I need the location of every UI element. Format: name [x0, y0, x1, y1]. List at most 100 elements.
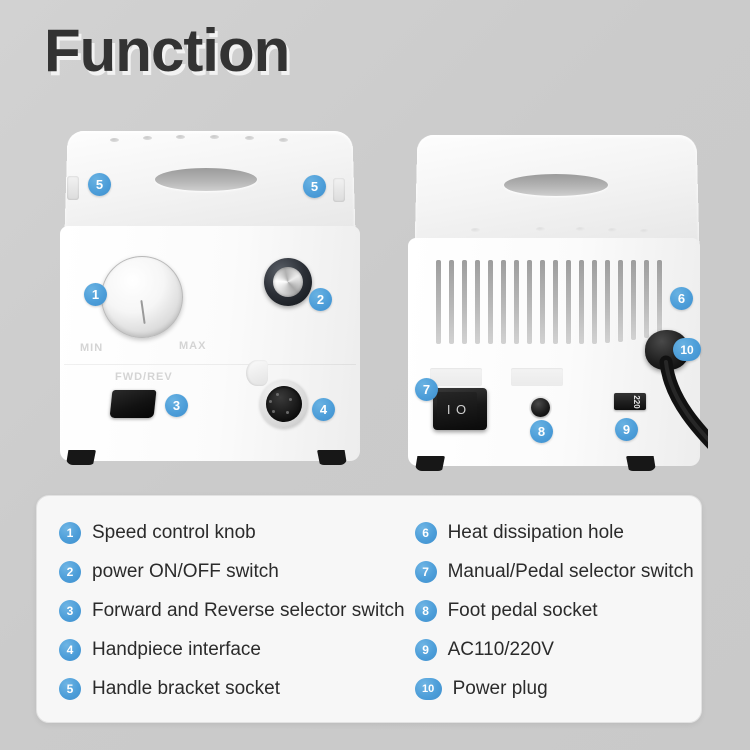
legend-label: AC110/220V [447, 639, 554, 660]
vent-slot [488, 260, 493, 344]
panel-contour [246, 360, 268, 386]
top-dimple-icon [576, 227, 585, 231]
legend-label: Forward and Reverse selector switch [92, 600, 405, 621]
legend-badge: 1 [59, 522, 81, 544]
din-pin-icon [269, 400, 272, 403]
legend-label: Foot pedal socket [447, 600, 598, 621]
page-title: Function [44, 17, 290, 84]
vent-slot [527, 260, 532, 344]
vent-slot [657, 260, 662, 335]
callout-badge-5-right[interactable]: 5 [303, 175, 326, 198]
legend-badge: 4 [59, 639, 81, 661]
handle-slot [155, 168, 257, 191]
callout-badge-5-left[interactable]: 5 [88, 173, 111, 196]
din-pin-icon [289, 398, 292, 401]
legend-item: 9 AC110/220V [414, 631, 701, 669]
legend-label: Handpiece interface [92, 639, 261, 660]
legend-badge: 6 [414, 522, 437, 544]
label-plate [430, 368, 482, 386]
top-dimple-icon [640, 229, 649, 233]
rubber-foot [626, 456, 656, 471]
legend-badge: 5 [59, 678, 81, 700]
legend-badge: 3 [59, 600, 81, 622]
voltage-selector-value: 220 [631, 394, 641, 409]
legend-item: 5 Handle bracket socket [59, 670, 405, 708]
legend-badge: 10 [414, 678, 442, 700]
legend-item: 8 Foot pedal socket [414, 592, 701, 630]
vent-slot [631, 260, 636, 340]
vent-slot [618, 260, 623, 342]
vent-slot [514, 260, 519, 344]
legend-badge: 8 [414, 600, 437, 622]
mode-label-fwd-rev: FWD/REV [115, 371, 173, 383]
top-dimple-icon [176, 135, 185, 139]
callout-badge-9[interactable]: 9 [615, 418, 638, 441]
legend-label: Speed control knob [92, 522, 256, 543]
legend-label: Handle bracket socket [92, 678, 280, 699]
vent-slot [644, 260, 649, 338]
legend-item: 1 Speed control knob [59, 514, 405, 552]
legend-label: Manual/Pedal selector switch [447, 561, 694, 582]
top-dimple-icon [143, 136, 152, 140]
handle-bracket-socket-right[interactable] [333, 178, 345, 202]
legend-item: 7 Manual/Pedal selector switch [414, 553, 701, 591]
legend-item: 4 Handpiece interface [59, 631, 405, 669]
legend-item: 2 power ON/OFF switch [59, 553, 405, 591]
legend-label: power ON/OFF switch [92, 561, 279, 582]
knob-label-max: MAX [179, 340, 207, 352]
heat-dissipation-holes [436, 260, 672, 344]
rubber-foot [317, 450, 347, 465]
vent-slot [592, 260, 597, 344]
legend-badge: 9 [414, 639, 437, 661]
top-dimple-icon [608, 228, 617, 232]
legend-badge: 7 [414, 561, 437, 583]
din-pin-icon [272, 410, 275, 413]
speed-control-knob[interactable] [101, 256, 183, 338]
vent-slot [540, 260, 545, 344]
callout-badge-2[interactable]: 2 [309, 288, 332, 311]
legend-item: 10 Power plug [414, 670, 701, 708]
callout-badge-6[interactable]: 6 [670, 287, 693, 310]
legend-item: 6 Heat dissipation hole [414, 514, 701, 552]
rubber-foot [415, 456, 445, 471]
callout-badge-8[interactable]: 8 [530, 420, 553, 443]
forward-reverse-selector-switch[interactable] [109, 390, 157, 418]
legend-label: Heat dissipation hole [447, 522, 624, 543]
top-dimple-icon [471, 228, 480, 232]
rubber-foot [66, 450, 96, 465]
knob-label-min: MIN [80, 342, 104, 354]
callout-badge-3[interactable]: 3 [165, 394, 188, 417]
device-front-view: MIN MAX FWD/REV 5 5 1 2 3 4 [60, 128, 360, 478]
callout-badge-4[interactable]: 4 [312, 398, 335, 421]
callout-badge-1[interactable]: 1 [84, 283, 107, 306]
voltage-selector-switch[interactable]: 220 [614, 393, 646, 410]
vent-slot [566, 260, 571, 344]
callout-badge-10[interactable]: 10 [673, 338, 701, 361]
vent-slot [449, 260, 454, 344]
device-front-panel [60, 226, 360, 461]
legend-label: Power plug [452, 678, 548, 699]
top-dimple-icon [110, 138, 119, 142]
power-button-face[interactable] [273, 267, 303, 297]
vent-slot [436, 260, 441, 344]
legend-column-left: 1 Speed control knob 2 power ON/OFF swit… [37, 514, 405, 708]
vent-slot [501, 260, 506, 344]
legend-column-right: 6 Heat dissipation hole 7 Manual/Pedal s… [405, 514, 701, 708]
foot-pedal-socket[interactable] [531, 398, 550, 417]
handle-bracket-socket-left[interactable] [67, 176, 79, 200]
callout-badge-7[interactable]: 7 [415, 378, 438, 401]
vent-slot [605, 260, 610, 343]
rocker-io-markings[interactable]: I O [437, 392, 477, 426]
top-dimple-icon [536, 227, 545, 231]
legend-item: 3 Forward and Reverse selector switch [59, 592, 405, 630]
din-pin-icon [286, 411, 289, 414]
vent-slot [579, 260, 584, 344]
din-pin-icon [276, 393, 279, 396]
panel-seam [64, 364, 356, 365]
vent-slot [475, 260, 480, 344]
top-dimple-icon [245, 136, 254, 140]
handpiece-interface-inner[interactable] [266, 386, 302, 422]
top-dimple-icon [210, 135, 219, 139]
vent-slot [462, 260, 467, 344]
